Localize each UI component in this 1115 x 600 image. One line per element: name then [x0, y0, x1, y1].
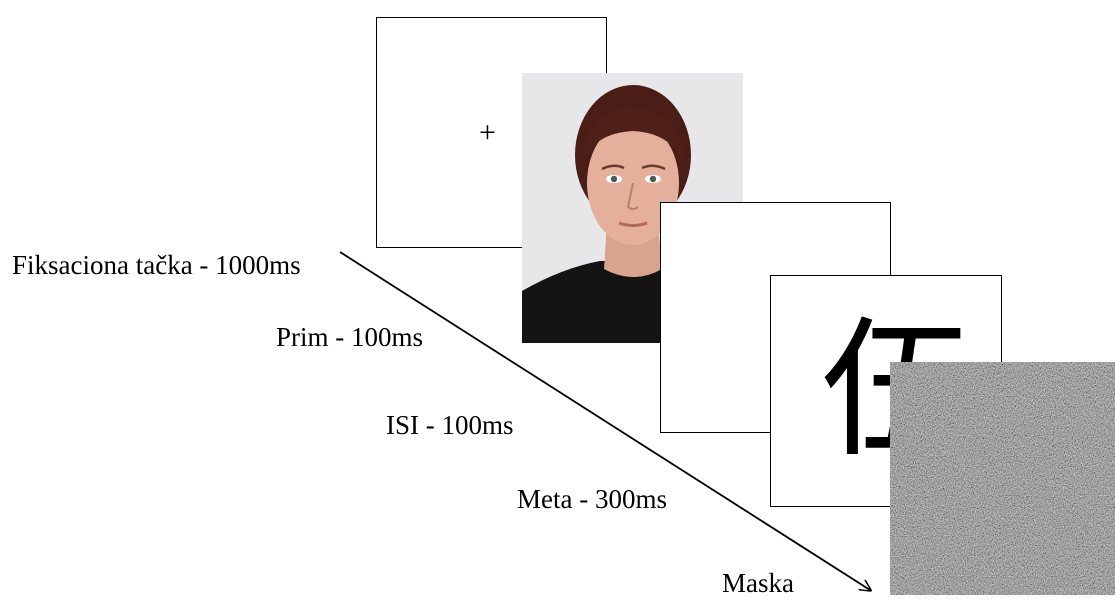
step-label-target: Meta - 300ms [517, 484, 667, 514]
step-label-fixation: Fiksaciona tačka - 1000ms [12, 250, 301, 280]
step-label-isi: ISI - 100ms [386, 410, 514, 440]
step-label-mask: Maska [722, 568, 794, 598]
noise-mask [890, 362, 1115, 595]
step-label-prime: Prim - 100ms [276, 322, 424, 352]
fixation-cross: + [479, 116, 496, 149]
noise-mask-image [890, 362, 1115, 595]
